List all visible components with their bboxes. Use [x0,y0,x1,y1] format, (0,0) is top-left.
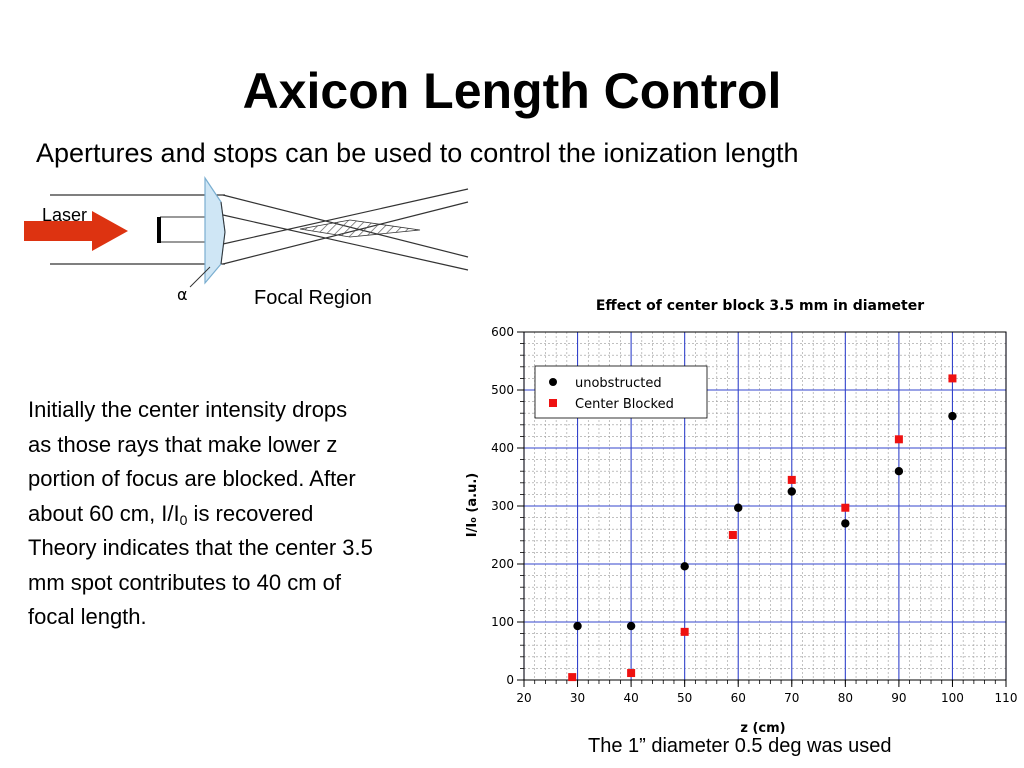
x-tick-label: 30 [570,691,585,705]
data-point-square [680,627,689,636]
legend-marker-square [549,399,557,407]
axicon-cone-edge [220,201,226,233]
refracted-ray [222,188,469,245]
data-point-circle [734,503,743,512]
legend-marker-circle [549,378,557,386]
x-tick-label: 20 [516,691,531,705]
body-line: portion of focus are blocked. After [28,466,356,491]
x-axis-label: z (cm) [740,721,785,736]
data-point-square [568,673,577,682]
y-tick-label: 400 [491,441,514,455]
data-point-circle [948,411,957,421]
recovered-text-after: is recovered [187,500,314,526]
data-point-square [728,531,737,539]
data-point-circle [787,487,796,496]
caption: The 1” diameter 0.5 deg was used [588,735,892,757]
y-tick-label: 300 [491,499,514,513]
body-line: as those rays that make lower z [28,431,338,457]
x-tick-label: 60 [731,691,746,705]
data-point-circle [680,562,689,571]
recovered-subscript: 0 [179,511,188,528]
center-block [157,217,161,243]
data-point-circle [626,621,636,631]
y-tick-label: 100 [491,615,514,629]
recovered-text-before: about 60 cm, I/I [28,500,180,526]
axis-ticks: 20 30 40 50 60 70 80 90 100 110 0 100 200 300 400 500 60… [491,325,1017,705]
body-line: focal length. [28,604,147,629]
slide-subtitle: Apertures and stops can be used to contr… [36,138,799,168]
data-point-circle [573,621,582,631]
alpha-pointer [189,266,211,288]
axicon-cone-edge [220,231,226,265]
x-tick-label: 100 [941,691,964,705]
x-tick-label: 70 [784,691,799,705]
x-tick-label: 110 [995,691,1018,705]
data-point-circle [841,519,850,528]
body-line: Initially the center intensity drops [28,397,348,422]
scatter-chart: 20 30 40 50 60 70 80 90 100 110 0 100 200 300 400 500 60… [465,298,1017,736]
x-tick-label: 90 [891,691,906,705]
y-tick-label: 500 [491,383,514,397]
y-tick-label: 200 [491,557,514,571]
data-point-square [787,475,796,484]
focal-region [299,219,421,238]
focal-region-label: Focal Region [254,287,372,309]
x-tick-label: 40 [623,691,638,705]
data-point-circle [894,467,904,476]
alpha-label: α [177,285,188,304]
y-axis-label: I/I₀ (a.u.) [465,473,480,537]
x-tick-label: 80 [838,691,853,705]
body-text: Initially the center intensity drops as … [28,393,448,635]
axicon-lens [204,176,226,285]
laser-arrow-icon [24,211,128,251]
chart-title: Effect of center block 3.5 mm in diamete… [596,298,924,314]
refracted-ray [222,214,469,271]
body-line-recovered: about 60 cm, I/I0 is recovered [28,497,448,532]
slide-title: Axicon Length Control [242,63,782,119]
data-points [568,374,957,682]
axicon-diagram: Laser α Focal Region [24,176,469,309]
legend-box [534,365,708,419]
data-point-square [948,374,957,383]
x-tick-label: 50 [677,691,692,705]
y-tick-label: 600 [491,325,514,339]
data-point-square [627,669,636,678]
body-line: mm spot contributes to 40 cm of [28,569,342,595]
y-tick-label: 0 [506,673,514,687]
legend-label: unobstructed [575,376,662,391]
legend-label: Center Blocked [575,397,674,412]
body-line: Theory indicates that the center 3.5 [28,535,373,560]
laser-label: Laser [42,205,87,225]
data-point-square [841,503,850,512]
data-point-square [894,435,903,444]
